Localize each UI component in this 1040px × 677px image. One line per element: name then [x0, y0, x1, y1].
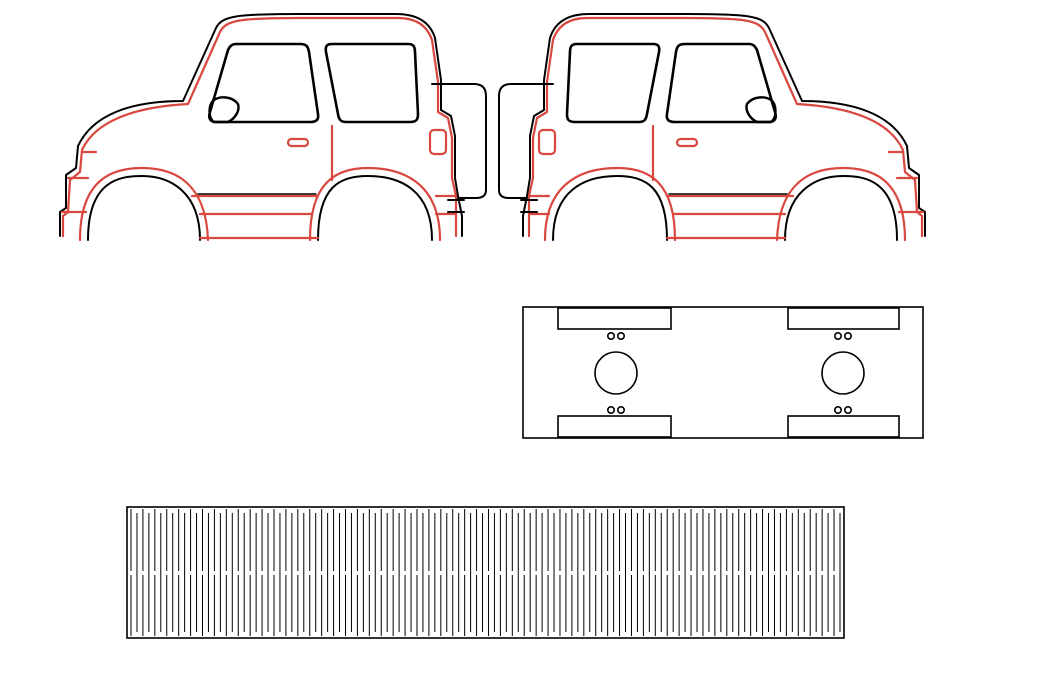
left-panel-cut-outline: [59, 13, 463, 237]
hinge-outline: [126, 506, 845, 639]
left-side-mirror: [208, 96, 240, 124]
chassis-pin-hole: [833, 331, 842, 340]
left-panel-score-outline: [61, 16, 458, 238]
car-side-panel-left: [59, 13, 487, 242]
living-hinge-strip: [126, 506, 845, 639]
chassis-axle-hole-front: [594, 351, 638, 395]
chassis-pin-hole: [843, 331, 852, 340]
chassis-base-plate: [522, 306, 924, 439]
chassis-axle-hole-rear: [821, 351, 865, 395]
chassis-pin-hole: [833, 405, 842, 414]
left-rear-wheel-arch-cut: [317, 175, 433, 241]
right-front-wheel-arch-cut: [784, 175, 898, 241]
left-front-window: [207, 42, 320, 124]
chassis-pin-hole: [606, 405, 615, 414]
chassis-pin-hole: [606, 331, 615, 340]
hinge-slots: [130, 509, 841, 636]
right-door-handle: [675, 137, 699, 148]
right-rear-wheel-arch-cut: [552, 175, 668, 241]
chassis-wheel-tab-rear-top: [787, 307, 900, 330]
chassis-wheel-tab-front-bottom: [557, 415, 672, 438]
chassis-wheel-tab-rear-bottom: [787, 415, 900, 438]
left-tail-light: [428, 128, 448, 156]
chassis-outline: [522, 306, 924, 439]
left-rear-window: [324, 42, 420, 124]
left-front-wheel-arch-score: [78, 166, 210, 242]
chassis-pin-hole: [616, 331, 625, 340]
chassis-wheel-tab-front-top: [557, 307, 672, 330]
right-front-window: [665, 42, 778, 124]
chassis-pin-hole: [843, 405, 852, 414]
left-door-handle: [286, 137, 310, 148]
right-panel-cut-outline: [522, 13, 926, 237]
chassis-pin-hole: [616, 405, 625, 414]
right-rear-window: [565, 42, 661, 124]
left-panel-spare-tire-cover: [440, 83, 487, 199]
right-front-wheel-arch-score: [775, 166, 907, 242]
left-front-wheel-arch-cut: [87, 175, 201, 241]
right-panel-score-outline: [527, 16, 924, 238]
right-panel-spare-tire-cover: [498, 83, 545, 199]
right-side-mirror: [745, 96, 777, 124]
car-side-panel-right: [498, 13, 926, 242]
left-rear-wheel-arch-score: [308, 166, 442, 242]
right-tail-light: [537, 128, 557, 156]
right-rear-wheel-arch-score: [543, 166, 677, 242]
